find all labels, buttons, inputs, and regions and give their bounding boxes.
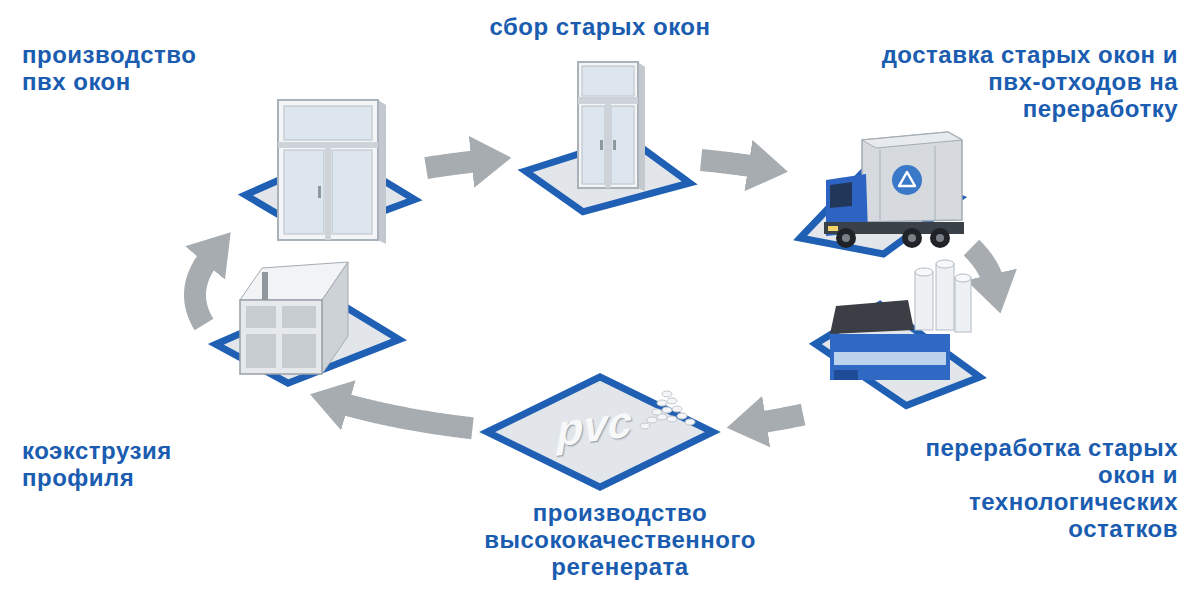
stage-tile (795, 158, 965, 258)
stage-caption-box: сбор старых окон (400, 14, 800, 41)
factory-illustration (830, 260, 971, 380)
tile-outline (815, 304, 980, 405)
cycle-arrow (701, 160, 758, 167)
stage-caption: коэкструзия профиля (22, 438, 222, 492)
tile-outline (525, 138, 690, 212)
stage-tile (480, 372, 720, 492)
stage-caption: доставка старых окон и пвх-отходов на пе… (878, 42, 1178, 123)
stage-caption-box: доставка старых окон и пвх-отходов на пе… (878, 42, 1178, 123)
stage-tile (810, 300, 985, 410)
tile-outline (216, 296, 399, 383)
process-stage: переработка старых окон и технологически… (810, 300, 985, 410)
cycle-arrow (756, 415, 803, 424)
truck-illustration (824, 132, 964, 248)
tile-outline (245, 154, 414, 237)
stage-caption: производство пвх окон (22, 42, 222, 96)
stage-caption: сбор старых окон (400, 14, 800, 41)
stage-caption-box: переработка старых окон и технологически… (908, 435, 1178, 543)
process-stage: производство высококачественного регенер… (480, 372, 720, 492)
stage-caption-box: производство высококачественного регенер… (460, 500, 780, 581)
stage-tile (210, 292, 405, 387)
profile-illustration (240, 262, 348, 374)
process-stage: производство пвх окон (240, 150, 420, 240)
new-window-illustration (278, 100, 386, 244)
process-stage: коэкструзия профиля (210, 292, 405, 387)
process-stage: сбор старых окон (520, 135, 695, 215)
old-window-illustration (578, 62, 645, 191)
stage-caption: производство высококачественного регенер… (460, 500, 780, 581)
stage-caption: переработка старых окон и технологически… (908, 435, 1178, 543)
pellet-pile-illustration (640, 391, 695, 429)
cycle-arrow (339, 403, 473, 429)
cycle-arrow (426, 161, 481, 168)
cycle-arrow (971, 248, 993, 285)
stage-tile (520, 135, 695, 215)
stage-tile (240, 150, 420, 240)
stage-caption-box: коэкструзия профиля (22, 438, 222, 492)
cycle-arrow (195, 255, 211, 324)
tile-outline (800, 163, 960, 254)
process-stage: доставка старых окон и пвх-отходов на пе… (795, 158, 965, 258)
stage-caption-box: производство пвх окон (22, 42, 222, 96)
tile-outline (487, 377, 713, 487)
